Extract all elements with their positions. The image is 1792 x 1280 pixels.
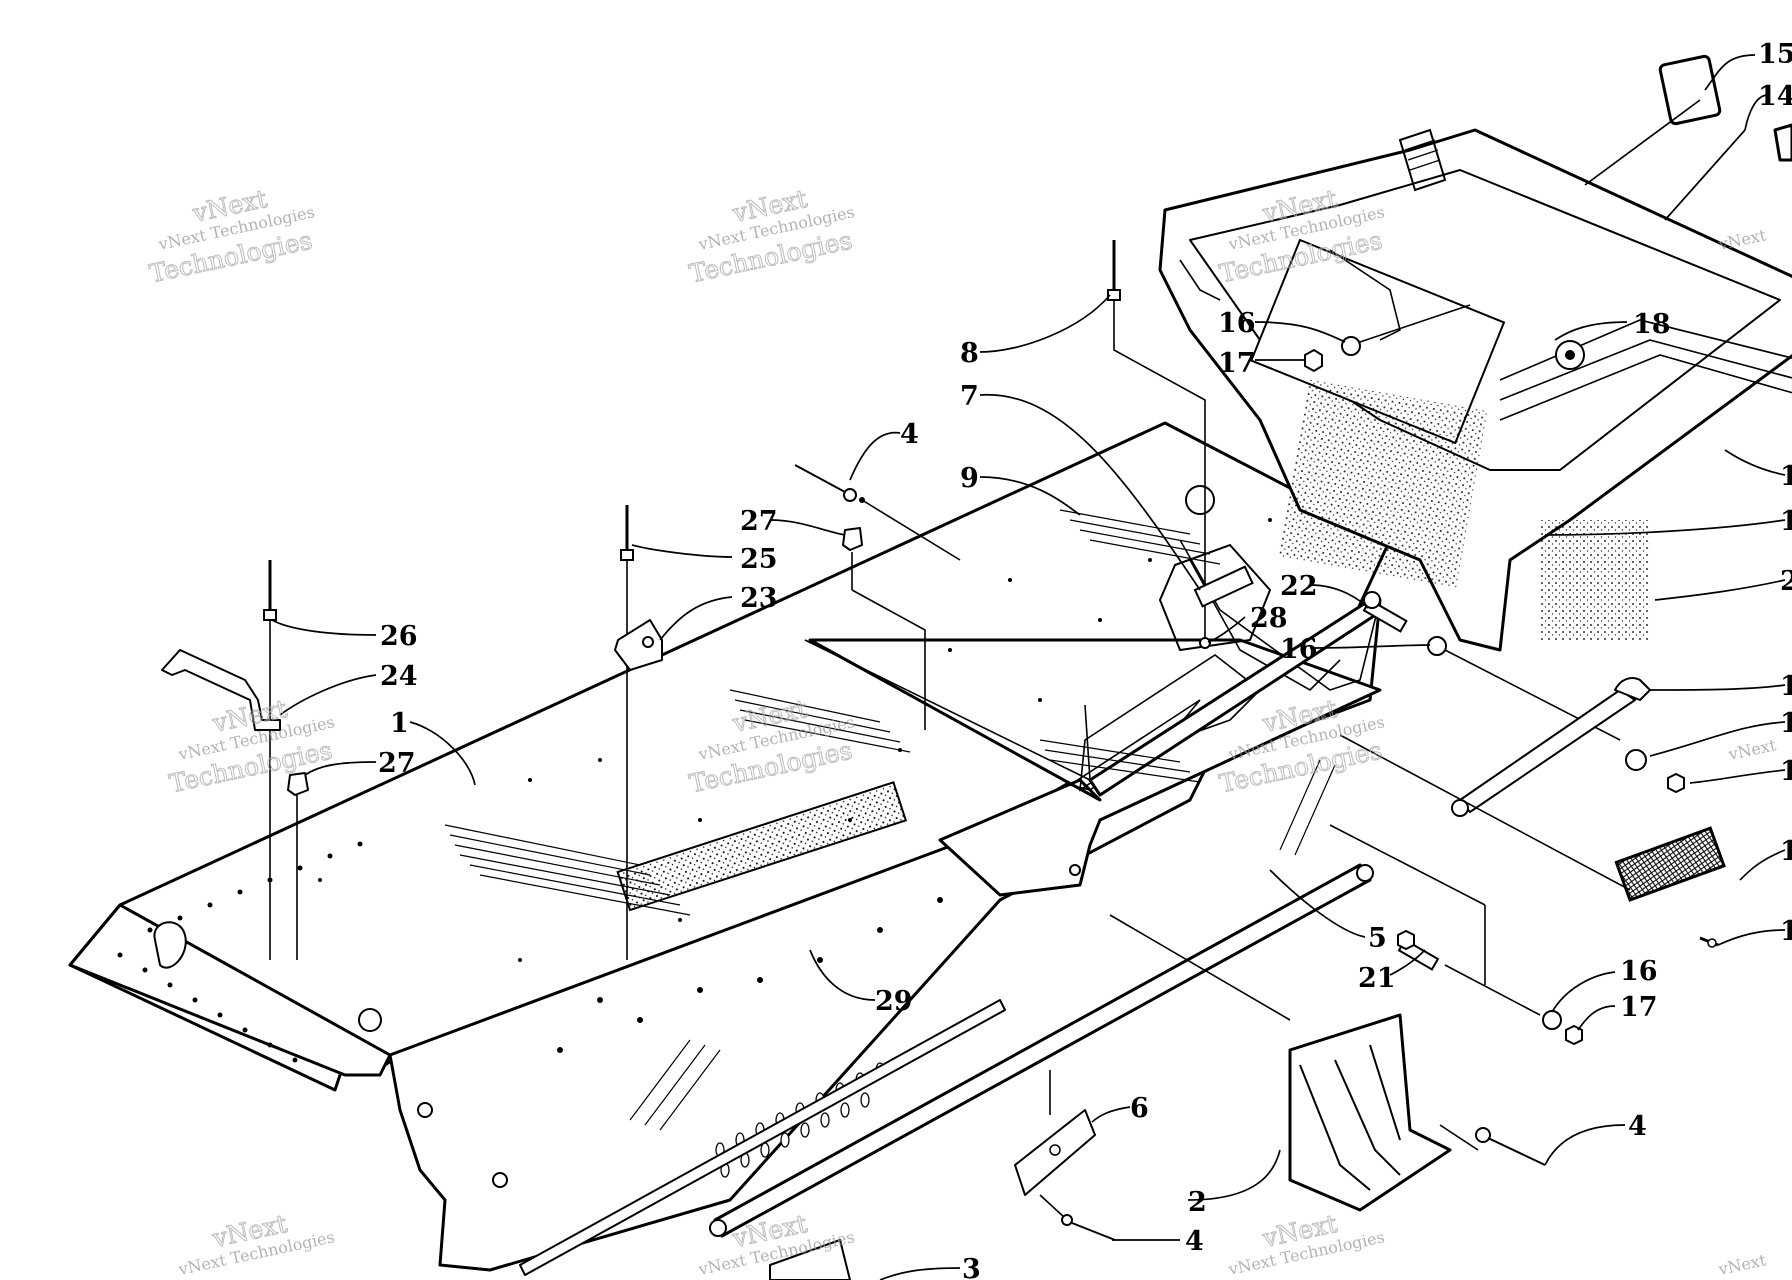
bracket-2 [1288,1013,1479,1212]
callout-28: 28 [1250,603,1288,634]
callout-1u: 1 [1780,708,1792,739]
callout-9: 9 [960,463,979,494]
callout-6: 6 [1130,1093,1149,1124]
plug-27b [287,772,309,796]
callout-3: 3 [962,1254,981,1280]
slide-rails [519,863,1374,1276]
tube-right [1459,689,1636,813]
tunnel-holes [318,485,1272,1188]
callout-24: 24 [380,661,418,692]
washer-right [1625,749,1647,771]
washer-16c [1542,1010,1562,1030]
lead-top-path [1359,304,1471,343]
tube-bend [1614,677,1651,701]
callout-27a: 27 [740,506,778,537]
callout-27b: 27 [378,748,416,779]
callout-2r: 2 [1780,566,1792,597]
lead-27a-path [851,589,926,730]
reflector-right [1614,826,1726,902]
callout-29: 29 [875,986,913,1017]
callout-8: 8 [960,338,979,369]
callout-1t: 1 [1780,671,1792,702]
lead-21-path [1329,824,1486,906]
watermark-text: vNext [1716,1250,1768,1279]
screw-25 [620,505,634,960]
callout-16a: 16 [1218,308,1256,339]
callout-leaders [271,54,1786,1280]
rear-bumper-assembly [1158,128,1792,652]
rivet-4c [1475,1127,1546,1166]
callout-14: 14 [1758,81,1792,112]
part-3-corner [769,1239,851,1280]
rivet-4a [794,464,961,561]
callout-4a: 4 [900,419,919,450]
callout-18: 18 [1633,309,1671,340]
bracket-24 [161,649,281,731]
callout-16c: 16 [1620,956,1658,987]
bolt-21 [1397,929,1541,1016]
tail-lens-15 [1658,54,1722,126]
callout-23: 23 [740,583,778,614]
callout-4c: 4 [1628,1111,1647,1142]
lead-5-path [1109,914,1291,1021]
callout-1: 1 [390,708,409,739]
callout-16b: 16 [1280,634,1318,665]
nut-17a [1304,348,1323,373]
lead-reflector [1339,734,1631,891]
callout-1s: 1 [1780,506,1792,537]
watermark-text: vNext [1716,225,1768,254]
washer-16a [1341,336,1361,356]
nut-17b [1565,1024,1583,1046]
callout-17b: 17 [1620,992,1658,1023]
callout-4b: 4 [1185,1226,1204,1257]
callout-1w: 1 [1780,836,1792,867]
callout-5: 5 [1368,923,1387,954]
callout-labels: 15 14 16 17 18 8 7 4 9 27 25 23 26 24 1 … [378,39,1792,1280]
callout-21: 21 [1358,963,1396,994]
callout-26: 26 [380,621,418,652]
callout-22: 22 [1280,571,1318,602]
callout-1v: 1 [1780,756,1792,787]
callout-1x: 1 [1780,916,1792,947]
watermark-text: vNext [1726,735,1778,764]
clip-28 [1193,565,1254,608]
callout-17a: 17 [1218,348,1256,379]
bolt-22 [1362,591,1408,633]
part-14-edge [1773,123,1792,162]
keyhole-slot [153,921,187,969]
flap-rivets [117,841,363,1063]
callout-1r: 1 [1780,461,1792,492]
washer-16b [1427,636,1447,656]
tunnel-hatching [444,509,1336,1131]
callout-2: 2 [1188,1187,1207,1218]
plug-27a [842,527,863,551]
patch-7 [1158,543,1272,652]
rivet-4b [1039,1194,1116,1241]
callout-7: 7 [960,381,979,412]
callout-25: 25 [740,544,778,575]
nut-right [1667,772,1685,794]
bracket-23 [614,619,663,671]
screw-8 [1107,240,1206,640]
reflector-strip-29 [616,781,908,912]
screw-26 [263,560,277,960]
callout-15: 15 [1758,39,1792,70]
